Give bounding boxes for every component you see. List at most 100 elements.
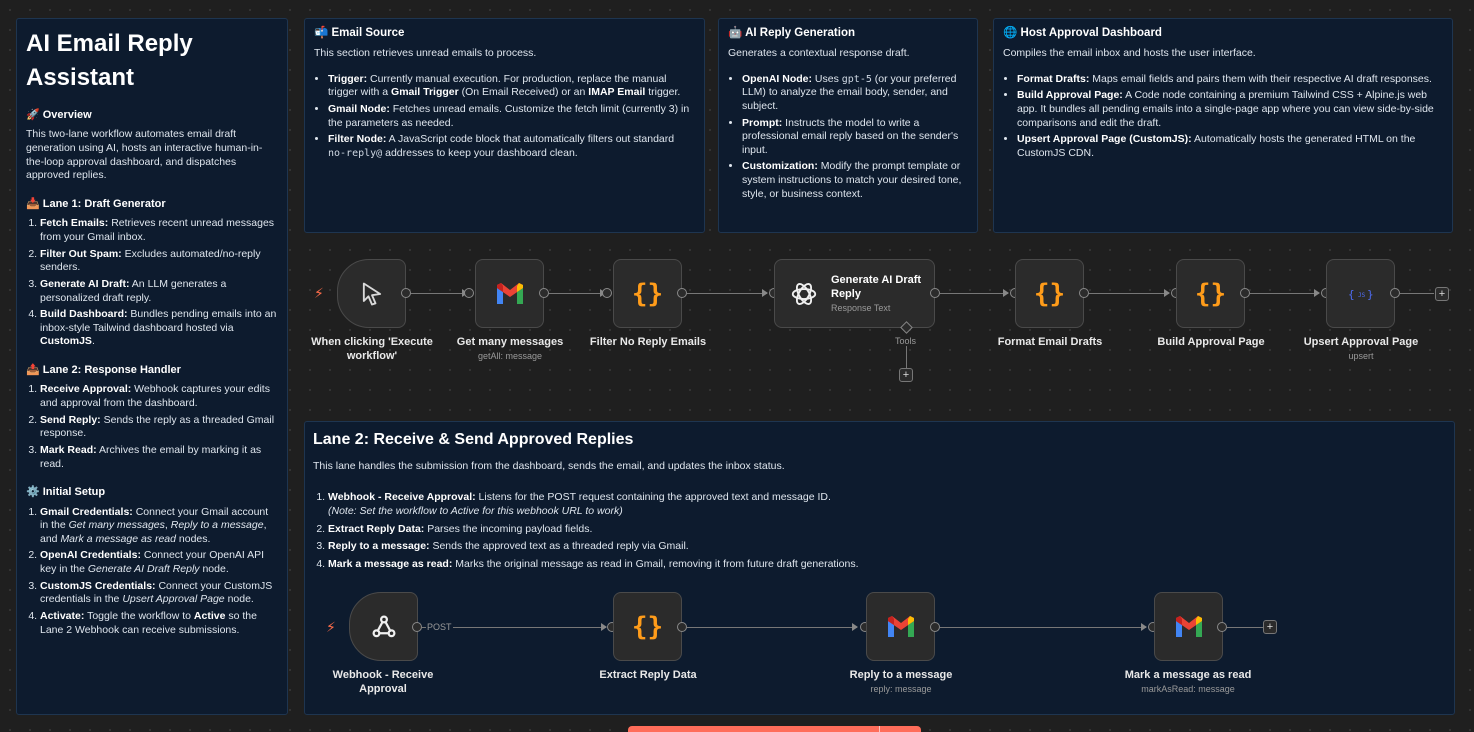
ai-reply-list: OpenAI Node: Uses gpt-5 (or your preferr…: [728, 73, 968, 202]
list-item: Send Reply: Sends the reply as a threade…: [40, 414, 278, 441]
node-build-approval-page[interactable]: {}: [1176, 259, 1245, 328]
node-label-mark: Mark a message as read: [1124, 669, 1252, 681]
output-port[interactable]: [412, 622, 422, 632]
list-item: CustomJS Credentials: Connect your Custo…: [40, 580, 278, 607]
node-get-many-messages[interactable]: [475, 259, 544, 328]
button-divider: [879, 726, 880, 732]
gmail-icon: [1175, 615, 1202, 637]
email-source-sticky-note[interactable]: 📬 Email Source This section retrieves un…: [304, 18, 705, 233]
email-source-list: Trigger: Currently manual execution. For…: [314, 73, 695, 161]
input-port[interactable]: [464, 288, 474, 298]
connection-line: [1227, 627, 1263, 628]
node-label-build: Build Approval Page: [1157, 336, 1265, 348]
node-format-email-drafts[interactable]: {}: [1015, 259, 1084, 328]
output-port[interactable]: [677, 622, 687, 632]
customjs-icon: { JS }: [1348, 288, 1374, 301]
workflow-title: AI Email Reply Assistant: [26, 30, 193, 91]
output-port[interactable]: [1217, 622, 1227, 632]
node-webhook-receive-approval[interactable]: [349, 592, 418, 661]
overview-sticky-note[interactable]: AI Email Reply Assistant 🚀 Overview This…: [16, 18, 288, 715]
node-mark-as-read[interactable]: [1154, 592, 1223, 661]
lane2-list: Receive Approval: Webhook captures your …: [26, 383, 278, 471]
cursor-icon: [362, 282, 381, 305]
svg-text:{: {: [1348, 288, 1355, 301]
node-upsert-approval-page[interactable]: { JS }: [1326, 259, 1395, 328]
connection-line: [940, 627, 1146, 628]
list-item: Extract Reply Data: Parses the incoming …: [328, 523, 1446, 537]
connection-line: [940, 293, 1008, 294]
add-tool-button[interactable]: +: [899, 368, 913, 382]
output-port[interactable]: [1079, 288, 1089, 298]
list-item: Filter Node: A JavaScript code block tha…: [328, 133, 695, 160]
node-label-filter: Filter No Reply Emails: [589, 336, 707, 348]
output-port[interactable]: [1390, 288, 1400, 298]
lane2-note-heading: Lane 2: Receive & Send Approved Replies: [313, 431, 634, 448]
overview-text: This two-lane workflow automates email d…: [26, 128, 263, 182]
host-intro: Compiles the email inbox and hosts the u…: [1003, 46, 1256, 59]
list-item: Mark a message as read: Marks the origin…: [328, 558, 1446, 572]
output-port[interactable]: [677, 288, 687, 298]
output-port[interactable]: [401, 288, 411, 298]
connection-line: [422, 627, 606, 628]
email-source-intro: This section retrieves unread emails to …: [314, 46, 537, 59]
tools-line: [906, 346, 907, 368]
list-item: OpenAI Credentials: Connect your OpenAI …: [40, 549, 278, 576]
list-item: Reply to a message: Sends the approved t…: [328, 540, 1446, 554]
node-label-extract: Extract Reply Data: [599, 669, 697, 681]
output-port[interactable]: [930, 288, 940, 298]
node-reply-to-message[interactable]: [866, 592, 935, 661]
code-braces-icon: {}: [1033, 278, 1066, 309]
ai-reply-intro: Generates a contextual response draft.: [728, 46, 910, 59]
arrow-icon: [762, 289, 768, 297]
email-source-heading: 📬 Email Source: [314, 27, 405, 39]
list-item: Trigger: Currently manual execution. For…: [328, 73, 695, 100]
host-list: Format Drafts: Maps email fields and pai…: [1003, 73, 1443, 161]
node-label-format: Format Email Drafts: [997, 336, 1103, 348]
arrow-icon: [1141, 623, 1147, 631]
code-braces-icon: {}: [631, 278, 664, 309]
ai-reply-sticky-note[interactable]: 🤖 AI Reply Generation Generates a contex…: [718, 18, 978, 233]
arrow-icon: [1003, 289, 1009, 297]
connection-line: [1089, 293, 1169, 294]
arrow-icon: [852, 623, 858, 631]
list-item: Build Dashboard: Bundles pending emails …: [40, 308, 278, 349]
host-dashboard-sticky-note[interactable]: 🌐 Host Approval Dashboard Compiles the e…: [993, 18, 1453, 233]
list-item: Gmail Credentials: Connect your Gmail ac…: [40, 506, 278, 547]
add-node-button[interactable]: +: [1263, 620, 1277, 634]
lane2-note-list: Webhook - Receive Approval: Listens for …: [313, 491, 1446, 571]
output-port[interactable]: [930, 622, 940, 632]
input-port[interactable]: [602, 288, 612, 298]
node-filter-no-reply[interactable]: {}: [613, 259, 682, 328]
execute-workflow-button[interactable]: [628, 726, 921, 732]
overview-heading: 🚀 Overview: [26, 109, 92, 122]
node-label-reply: Reply to a message: [849, 669, 953, 681]
list-item: Mark Read: Archives the email by marking…: [40, 444, 278, 471]
setup-heading: ⚙️ Initial Setup: [26, 486, 106, 499]
ai-reply-heading: 🤖 AI Reply Generation: [728, 27, 855, 39]
list-item: Receive Approval: Webhook captures your …: [40, 383, 278, 410]
list-item: Prompt: Instructs the model to write a p…: [742, 117, 968, 158]
connection-line: [1250, 293, 1319, 294]
connection-line: [687, 293, 767, 294]
node-manual-trigger[interactable]: [337, 259, 406, 328]
lane2-sticky-note[interactable]: Lane 2: Receive & Send Approved Replies …: [304, 421, 1455, 715]
connection-line: [687, 627, 857, 628]
node-subtitle: upsert: [1348, 351, 1374, 361]
connection-line: [1400, 293, 1434, 294]
list-item: OpenAI Node: Uses gpt-5 (or your preferr…: [742, 73, 968, 114]
output-port[interactable]: [1240, 288, 1250, 298]
node-extract-reply-data[interactable]: {}: [613, 592, 682, 661]
add-node-button[interactable]: +: [1435, 287, 1449, 301]
lane1-list: Fetch Emails: Retrieves recent unread me…: [26, 217, 278, 349]
gmail-icon: [887, 615, 914, 637]
output-port[interactable]: [539, 288, 549, 298]
svg-text:JS: JS: [1358, 292, 1366, 299]
trigger-bolt-icon: ⚡: [314, 285, 324, 301]
node-subtitle: markAsRead: message: [1141, 684, 1235, 694]
connection-line: [411, 293, 468, 294]
list-item: Build Approval Page: A Code node contain…: [1017, 89, 1443, 130]
list-item: Gmail Node: Fetches unread emails. Custo…: [328, 103, 695, 130]
setup-list: Gmail Credentials: Connect your Gmail ac…: [26, 506, 278, 638]
arrow-icon: [601, 623, 607, 631]
